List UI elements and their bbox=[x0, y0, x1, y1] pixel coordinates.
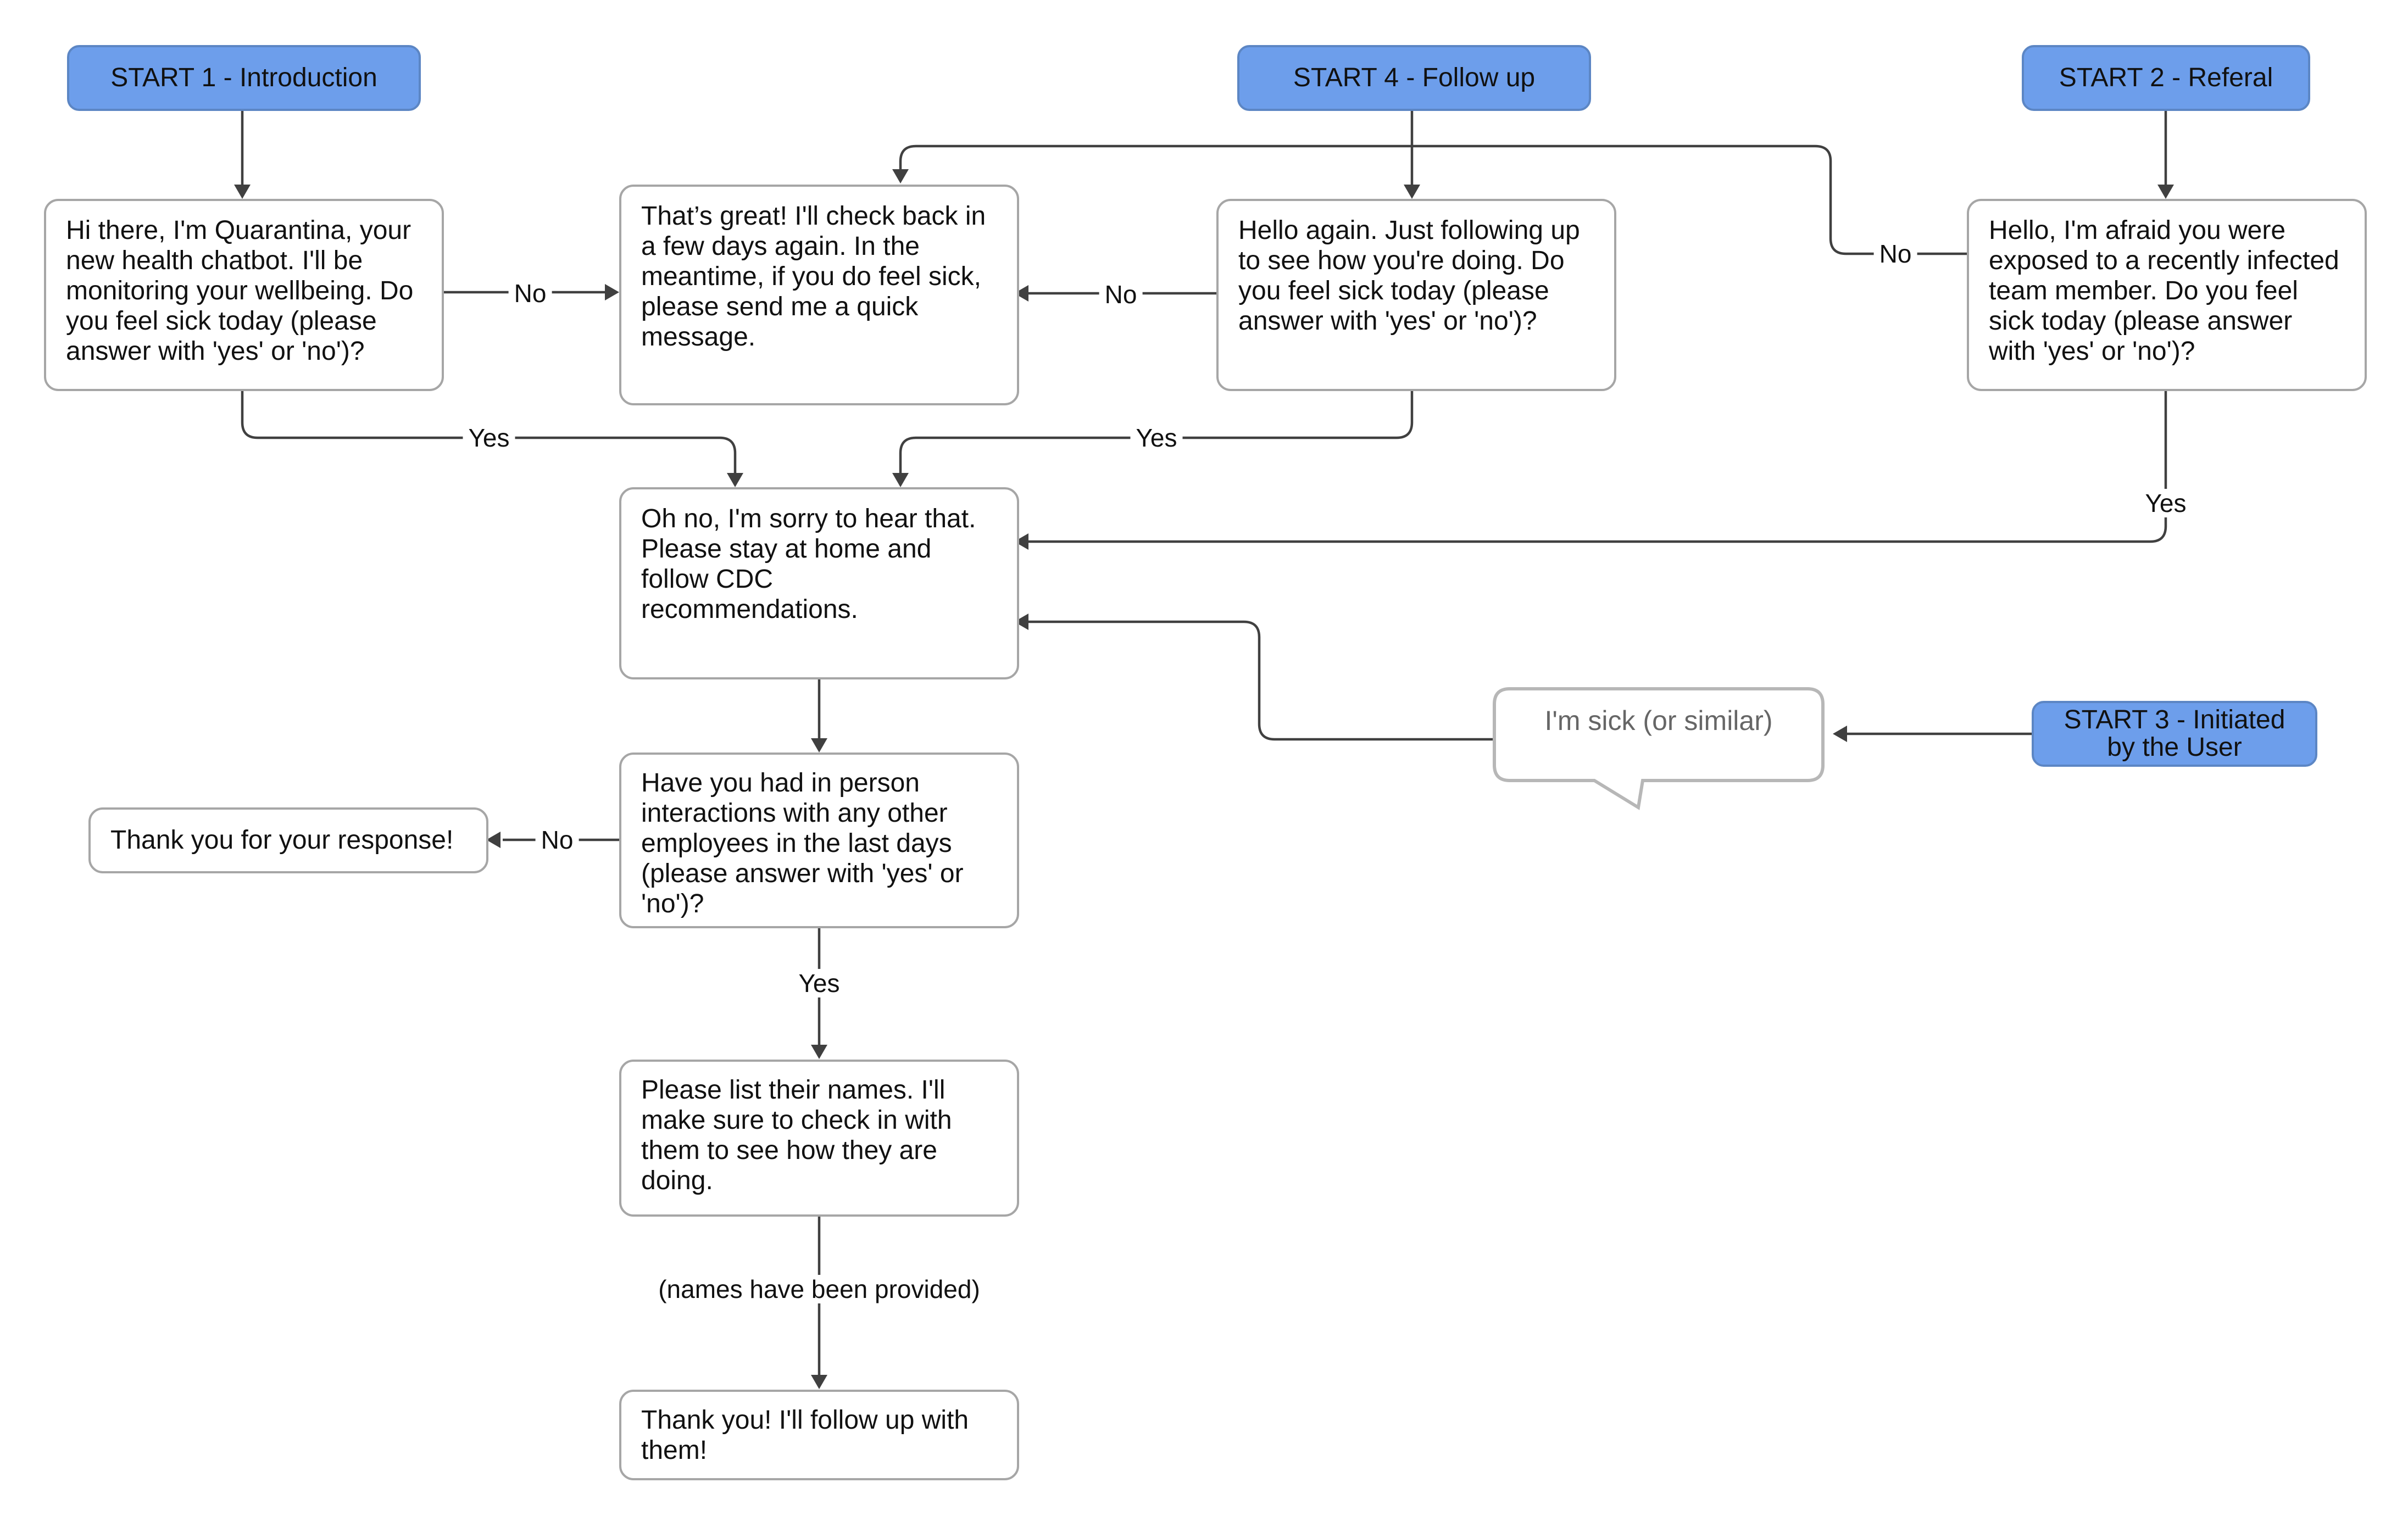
speech-bubble bbox=[1493, 687, 1825, 810]
arrowhead-followup-no bbox=[1014, 285, 1028, 302]
thanks-response-node: Thank you for your response! bbox=[88, 807, 488, 873]
sorry-message-node: Oh no, I'm sorry to hear that. Please st… bbox=[619, 487, 1019, 679]
edge-referral-no bbox=[899, 144, 1967, 255]
start-2-label: START 2 - Referal bbox=[2059, 63, 2273, 92]
intro-message-node: Hi there, I'm Quarantina, your new healt… bbox=[44, 199, 444, 391]
start-3-initiated-by-user: START 3 - Initiated by the User bbox=[2032, 701, 2317, 767]
arrowhead-list-names bbox=[811, 1045, 827, 1059]
arrowhead-followup-yes bbox=[892, 473, 909, 487]
arrowhead-bubble-sorry bbox=[1014, 614, 1028, 630]
edge-label-intro-yes: Yes bbox=[463, 423, 515, 452]
referral-message-text: Hello, I'm afraid you were exposed to a … bbox=[1989, 216, 2339, 366]
interactions-question-node: Have you had in person interactions with… bbox=[619, 753, 1019, 928]
great-message-text: That’s great! I'll check back in a few d… bbox=[641, 202, 986, 352]
edge-label-intro-no: No bbox=[508, 279, 552, 308]
edge-label-followup-yes: Yes bbox=[1130, 423, 1183, 452]
start-3-label: START 3 - Initiated by the User bbox=[2064, 705, 2285, 762]
sorry-message-text: Oh no, I'm sorry to hear that. Please st… bbox=[641, 504, 976, 624]
arrowhead-referral-yes bbox=[1014, 533, 1028, 550]
followup-message-node: Hello again. Just following up to see ho… bbox=[1216, 199, 1616, 391]
intro-message-text: Hi there, I'm Quarantina, your new healt… bbox=[66, 216, 414, 366]
arrowhead-interactions-no bbox=[486, 832, 500, 848]
arrowhead-followup bbox=[1404, 185, 1420, 199]
bubble-text: I'm sick (or similar) bbox=[1544, 705, 1773, 736]
list-names-text: Please list their names. I'll make sure … bbox=[641, 1075, 952, 1195]
arrowhead-interactions bbox=[811, 738, 827, 753]
arrowhead-referral bbox=[2157, 185, 2174, 199]
edge-label-followup-no: No bbox=[1099, 280, 1143, 309]
thanks-response-text: Thank you for your response! bbox=[110, 826, 454, 855]
list-names-node: Please list their names. I'll make sure … bbox=[619, 1060, 1019, 1217]
arrowhead-intro bbox=[234, 185, 251, 199]
start-1-introduction: START 1 - Introduction bbox=[67, 45, 421, 111]
arrowhead-intro-no bbox=[605, 284, 619, 300]
followup-message-text: Hello again. Just following up to see ho… bbox=[1238, 216, 1580, 336]
interactions-question-text: Have you had in person interactions with… bbox=[641, 768, 964, 918]
arrowhead-follow-up-them bbox=[811, 1375, 827, 1389]
follow-up-them-text: Thank you! I'll follow up with them! bbox=[641, 1406, 969, 1465]
arrowhead-intro-yes bbox=[727, 473, 743, 487]
edge-label-interactions-yes: Yes bbox=[793, 969, 846, 997]
edge-bubble-sorry bbox=[1022, 620, 1500, 741]
arrowhead-bubble bbox=[1833, 726, 1847, 742]
great-message-node: That’s great! I'll check back in a few d… bbox=[619, 185, 1019, 405]
edge-referral-yes bbox=[1022, 391, 2167, 543]
follow-up-them-node: Thank you! I'll follow up with them! bbox=[619, 1390, 1019, 1480]
start-4-label: START 4 - Follow up bbox=[1293, 63, 1536, 92]
edge-label-referral-yes: Yes bbox=[2139, 489, 2192, 517]
edge-label-names-provided: (names have been provided) bbox=[653, 1275, 986, 1303]
start-1-label: START 1 - Introduction bbox=[110, 63, 377, 92]
edge-label-referral-no: No bbox=[1873, 239, 1917, 268]
start-2-referal: START 2 - Referal bbox=[2022, 45, 2310, 111]
arrowhead-referral-no bbox=[892, 169, 909, 183]
start-4-follow-up: START 4 - Follow up bbox=[1237, 45, 1591, 111]
edge-label-interactions-no: No bbox=[535, 826, 579, 854]
referral-message-node: Hello, I'm afraid you were exposed to a … bbox=[1967, 199, 2367, 391]
